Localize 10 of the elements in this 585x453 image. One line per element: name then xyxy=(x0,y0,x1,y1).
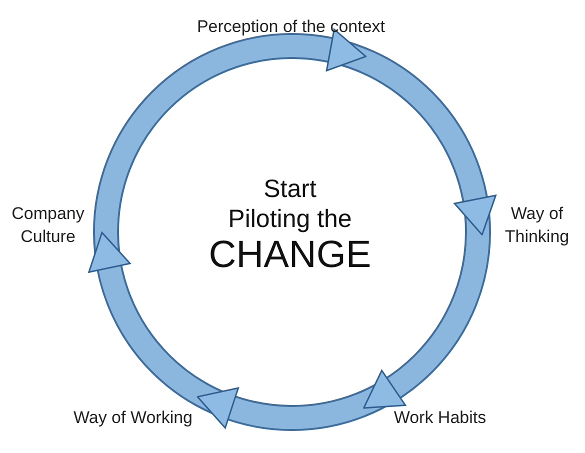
center-title: CHANGE xyxy=(208,234,372,277)
stage-label: Company Culture xyxy=(10,203,86,248)
center-text: Piloting the xyxy=(227,205,353,234)
stage-label: Work Habits xyxy=(392,407,488,429)
stage-label: Way of Thinking xyxy=(504,203,570,248)
cycle-arrow xyxy=(358,50,496,236)
cycle-arrow xyxy=(88,232,207,403)
stage-label: Way of Working xyxy=(72,407,194,429)
center-text: Start xyxy=(262,175,318,204)
stage-label: Perception of the context xyxy=(196,16,386,38)
